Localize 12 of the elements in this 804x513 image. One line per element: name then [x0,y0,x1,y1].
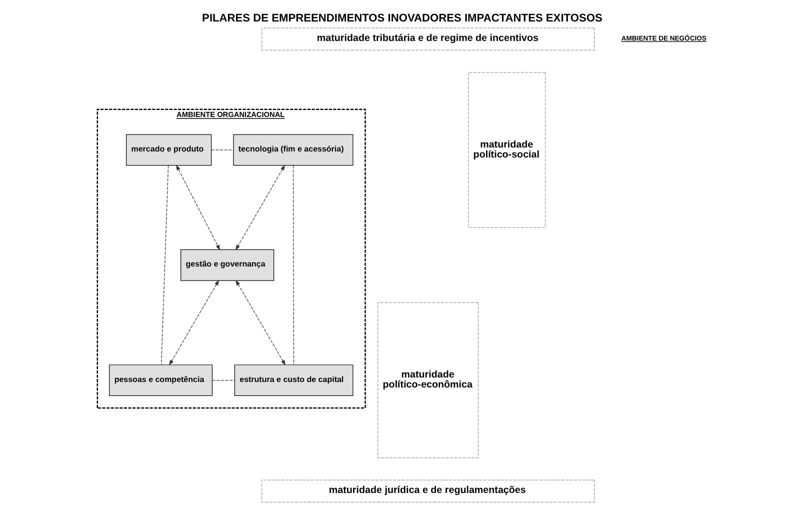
node-box: maturidade político-social [468,72,546,228]
connector [211,380,234,381]
arrow [235,280,286,366]
arrow [168,280,219,366]
arrow [176,164,220,250]
connector [160,165,168,366]
connector [292,165,294,366]
arrow [234,164,285,250]
diagram-title: PILARES DE EMPREENDIMENTOS INOVADORES IMPACTANTES EXITOSOS [202,12,602,25]
node-box: maturidade tributária e de regime de incentivos [261,28,594,51]
node-box: maturidade jurídica e de regulamentações [261,480,594,502]
node-box: maturidade político-econômica [377,302,478,458]
